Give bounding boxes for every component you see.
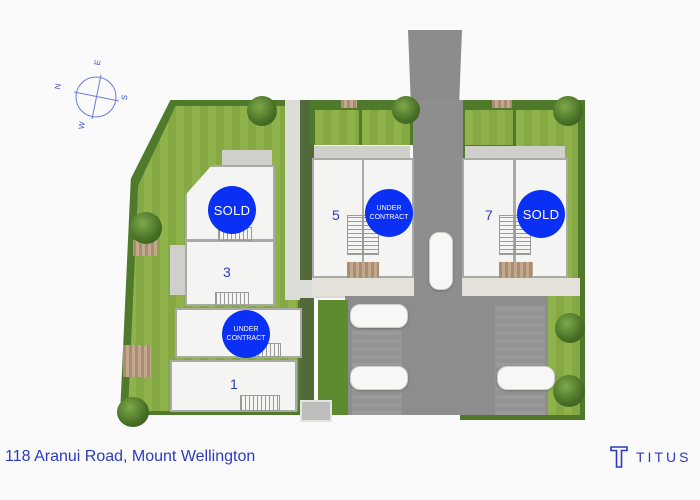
status-badge-under-contract[interactable]: UNDER CONTRACT <box>222 310 270 358</box>
brand-name: TITUS <box>636 449 692 465</box>
stairs-unit-5 <box>347 215 363 255</box>
entry-unit-7 <box>499 262 533 278</box>
status-badge-label: SOLD <box>522 206 560 222</box>
tree <box>555 313 585 343</box>
frontage-right <box>462 278 580 296</box>
access-road <box>408 30 462 100</box>
patio-unit-5 <box>314 146 410 160</box>
status-badge-label: UNDER CONTRACT <box>369 205 409 221</box>
entry-unit-5 <box>347 262 379 278</box>
planting-strip <box>300 100 314 400</box>
status-badge-sold[interactable]: SOLD <box>517 190 565 238</box>
lawn-unit-5 <box>315 110 359 145</box>
car-bay-3 <box>497 366 555 390</box>
tree <box>247 96 277 126</box>
deck-top-right <box>492 100 512 108</box>
tree <box>553 96 583 126</box>
compass-label-w: W <box>76 120 87 131</box>
car-bay-1 <box>350 304 408 328</box>
patio-unit-4 <box>222 150 272 165</box>
tree <box>130 212 162 244</box>
deck-left-1 <box>133 240 157 256</box>
patio-unit-3 <box>170 245 185 295</box>
brand-logo: TITUS <box>610 446 691 468</box>
frontage-mid <box>312 278 414 296</box>
bin-area <box>300 400 332 422</box>
compass: E N S W <box>53 55 135 135</box>
status-badge-label: UNDER CONTRACT <box>226 326 266 342</box>
lawn-parking-left <box>318 300 348 415</box>
car-bay-2 <box>350 366 408 390</box>
site-address: 118 Aranui Road, Mount Wellington <box>5 448 256 465</box>
stairs-unit-1 <box>240 395 280 411</box>
status-badge-sold[interactable]: SOLD <box>208 186 256 234</box>
deck-left-2 <box>123 345 151 377</box>
status-badge-label: SOLD <box>213 202 251 218</box>
pedestrian-path <box>285 100 303 300</box>
lawn-unit-7 <box>465 110 513 145</box>
t-logo-icon <box>610 446 628 468</box>
stairs-unit-3 <box>215 292 249 306</box>
unit-number-7: 7 <box>485 207 493 223</box>
car-driveway <box>429 232 453 290</box>
stairs-unit-7 <box>499 215 515 255</box>
unit-number-1: 1 <box>230 376 238 392</box>
status-badge-under-contract[interactable]: UNDER CONTRACT <box>365 189 413 237</box>
compass-icon <box>73 74 120 120</box>
tree <box>117 397 149 427</box>
unit-number-5: 5 <box>332 207 340 223</box>
unit-number-3: 3 <box>223 264 231 280</box>
tree <box>392 96 420 124</box>
deck-top-mid <box>341 100 357 108</box>
tree <box>553 375 585 407</box>
patio-unit-7 <box>465 146 565 160</box>
parking-bays-right <box>495 305 545 415</box>
